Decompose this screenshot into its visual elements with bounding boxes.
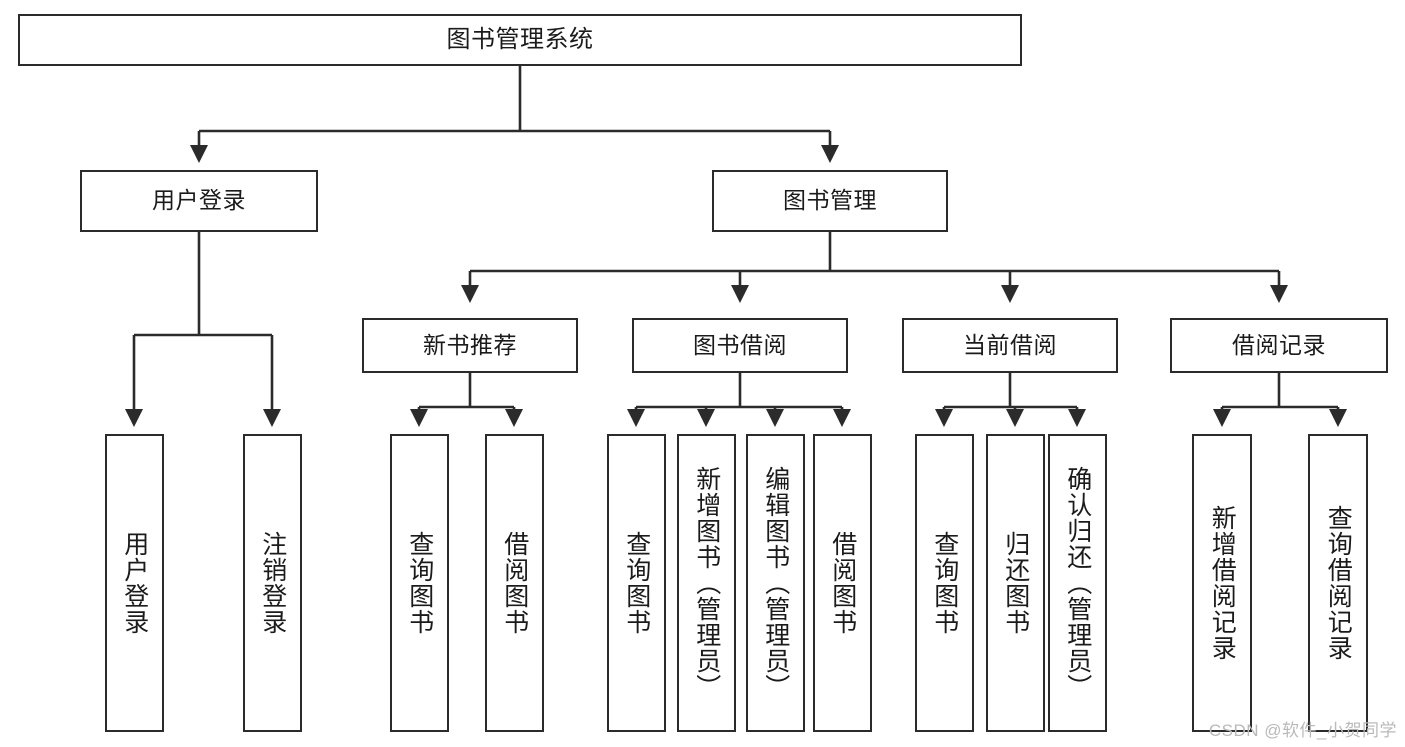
node-leaf-query-book-2[interactable]: 查询图书 (607, 434, 666, 732)
node-label: 查询图书 (930, 531, 959, 635)
node-label: 确认归还（管理员） (1063, 466, 1092, 700)
node-leaf-borrow-book-2[interactable]: 借阅图书 (813, 434, 872, 732)
node-new-book-recommend[interactable]: 新书推荐 (362, 318, 578, 373)
node-user-login[interactable]: 用户登录 (80, 170, 318, 232)
node-leaf-add-record[interactable]: 新增借阅记录 (1192, 434, 1252, 732)
node-label: 图书管理系统 (446, 25, 594, 53)
node-label: 借阅图书 (500, 531, 529, 635)
node-leaf-add-book[interactable]: 新增图书（管理员） (677, 434, 736, 732)
node-label: 新增图书（管理员） (692, 466, 721, 700)
node-leaf-confirm-return[interactable]: 确认归还（管理员） (1048, 434, 1107, 732)
node-leaf-return-book[interactable]: 归还图书 (986, 434, 1045, 732)
node-current-borrow[interactable]: 当前借阅 (902, 318, 1118, 373)
node-leaf-query-book-1[interactable]: 查询图书 (390, 434, 449, 732)
node-label: 借阅图书 (828, 531, 857, 635)
node-leaf-query-record[interactable]: 查询借阅记录 (1308, 434, 1368, 732)
watermark-text: CSDN @软件_小贺同学 (1208, 721, 1397, 740)
node-label: 查询图书 (405, 531, 434, 635)
node-leaf-query-book-3[interactable]: 查询图书 (915, 434, 974, 732)
node-leaf-user-login[interactable]: 用户登录 (105, 434, 164, 732)
node-book-management[interactable]: 图书管理 (712, 170, 948, 232)
node-label: 当前借阅 (963, 331, 1057, 358)
node-label: 查询图书 (622, 531, 651, 635)
node-label: 新书推荐 (423, 331, 517, 358)
node-leaf-edit-book[interactable]: 编辑图书（管理员） (746, 434, 805, 732)
node-label: 图书管理 (783, 187, 877, 214)
node-leaf-user-logout[interactable]: 注销登录 (243, 434, 302, 732)
node-label: 查询借阅记录 (1324, 505, 1353, 661)
node-borrow-record[interactable]: 借阅记录 (1170, 318, 1388, 373)
node-label: 编辑图书（管理员） (761, 466, 790, 700)
node-label: 图书借阅 (693, 331, 787, 358)
node-book-borrow[interactable]: 图书借阅 (632, 318, 848, 373)
node-label: 用户登录 (152, 187, 246, 214)
node-label: 注销登录 (258, 531, 287, 635)
node-root-system[interactable]: 图书管理系统 (18, 14, 1022, 66)
node-leaf-borrow-book-1[interactable]: 借阅图书 (485, 434, 544, 732)
node-label: 借阅记录 (1232, 331, 1326, 358)
node-label: 新增借阅记录 (1208, 505, 1237, 661)
node-label: 用户登录 (120, 531, 149, 635)
node-label: 归还图书 (1001, 531, 1030, 635)
